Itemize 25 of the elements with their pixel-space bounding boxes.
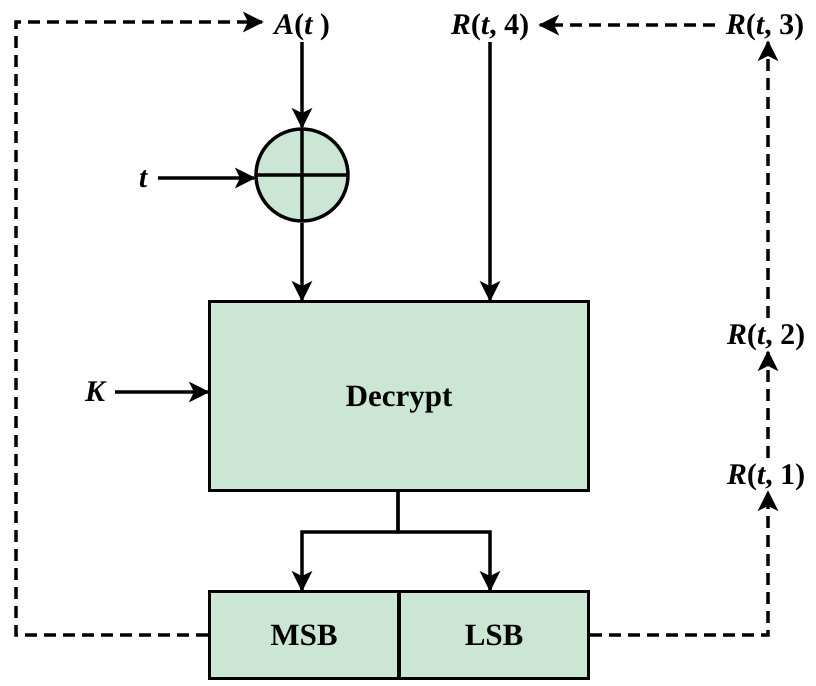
dashed-arrow (590, 490, 778, 637)
signal-label: K (75, 374, 115, 410)
signal-label: t (128, 160, 158, 196)
arrow (480, 42, 500, 302)
signal-label: R(t, 1) (718, 458, 814, 492)
dashed-arrow (538, 14, 715, 36)
arrow (292, 42, 312, 129)
node-label: Decrypt (346, 378, 452, 414)
arrow (115, 382, 210, 402)
arrow (158, 168, 256, 188)
dashed-arrow (758, 40, 778, 318)
signal-label: A(t ) (262, 8, 342, 42)
signal-label: R(t, 2) (718, 318, 814, 352)
arrow (396, 492, 500, 592)
dashed-arrow (14, 12, 264, 637)
arrow (292, 223, 312, 302)
signal-label: R(t, 4) (440, 8, 540, 42)
process-box (208, 590, 400, 680)
process-box (398, 590, 590, 680)
dashed-arrow (758, 350, 778, 458)
xor-symbol (254, 127, 350, 223)
node-label: MSB (270, 617, 338, 653)
signal-label: R(t, 3) (715, 8, 815, 42)
node-label: LSB (464, 617, 524, 653)
process-box (208, 300, 590, 492)
